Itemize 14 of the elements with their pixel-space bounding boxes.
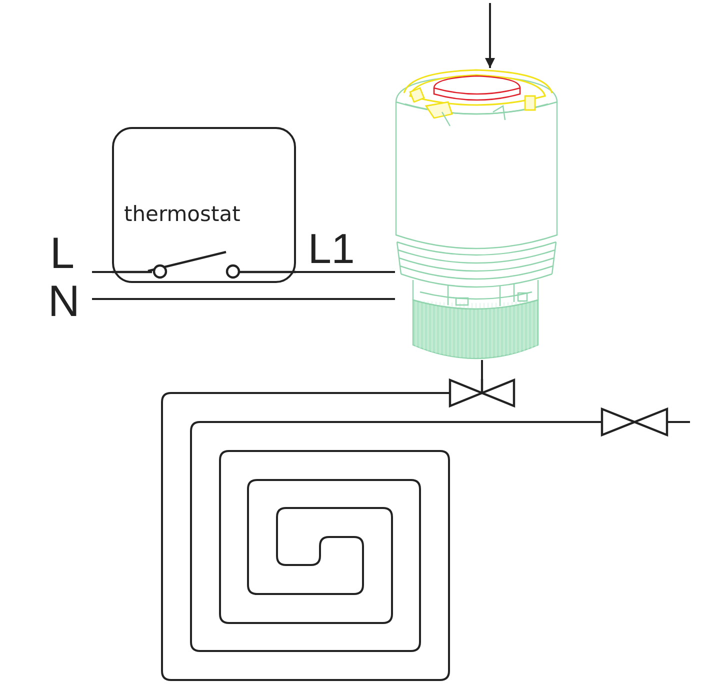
valve-symbol [601,408,668,436]
pipe [481,360,483,379]
arrow [485,3,495,68]
actuator-drawing [395,68,558,360]
thermostat-box [112,127,296,283]
heating-pipe [161,392,601,681]
wire-label: N [48,280,80,324]
wire-label: L [50,232,74,276]
pipe [668,421,690,423]
valve-symbol [449,379,515,407]
thermostat-label: thermostat [124,203,240,226]
wire [92,298,395,300]
wire [92,271,112,273]
wire [296,271,395,273]
